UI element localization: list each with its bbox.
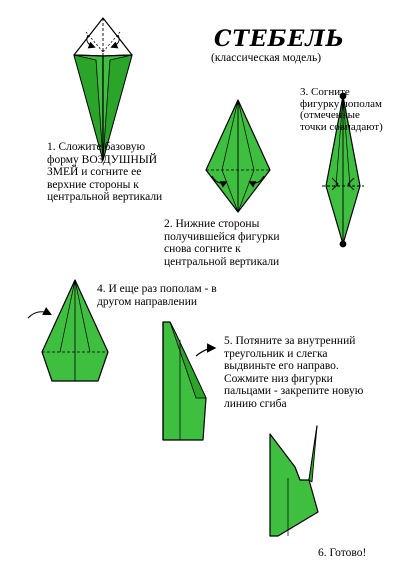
step3-caption: 3. Согните фигурку пополам (отмеченные т… <box>300 86 383 133</box>
step3-number: 3. <box>300 86 309 98</box>
step2-caption: 2. Нижние стороны получившейся фигурки с… <box>164 218 280 268</box>
step4-folded-figure <box>27 279 109 382</box>
step3-narrow-figure <box>322 92 364 248</box>
step3-text: Согните фигурку пополам (отмеченные точк… <box>300 86 383 133</box>
step2-number: 2. <box>164 218 173 230</box>
step1-caption: 1. Сложите базовую форму ВОЗДУШНЫЙ ЗМЕЙ … <box>47 141 162 204</box>
step5-stem-figure <box>162 321 217 441</box>
step1-kite-figure <box>73 17 133 161</box>
step2-text: Нижние стороны получившейся фигурки снов… <box>164 218 280 268</box>
step6-finished-figure <box>269 425 319 537</box>
step2-diamond-figure <box>205 99 271 213</box>
step6-number: 6. <box>318 547 327 559</box>
step6-text: Готово! <box>329 547 367 559</box>
step5-caption: 5. Потяните за внутренний треугольник и … <box>224 335 363 410</box>
step5-text: Потяните за внутренний треугольник и сле… <box>224 335 364 410</box>
page-title: СТЕБЕЛЬ <box>214 26 345 52</box>
step5-number: 5. <box>224 335 233 347</box>
step6-caption: 6. Готово! <box>318 547 366 560</box>
page-subtitle: (классическая модель) <box>211 52 322 64</box>
step4-caption: 4. И еще раз пополам - в другом направле… <box>97 283 217 308</box>
step1-text: Сложите базовую форму ВОЗДУШНЫЙ ЗМЕЙ и с… <box>47 141 163 203</box>
step1-number: 1. <box>47 141 56 153</box>
step4-number: 4. <box>97 283 106 295</box>
step4-text: И еще раз пополам - в другом направлении <box>97 283 217 308</box>
